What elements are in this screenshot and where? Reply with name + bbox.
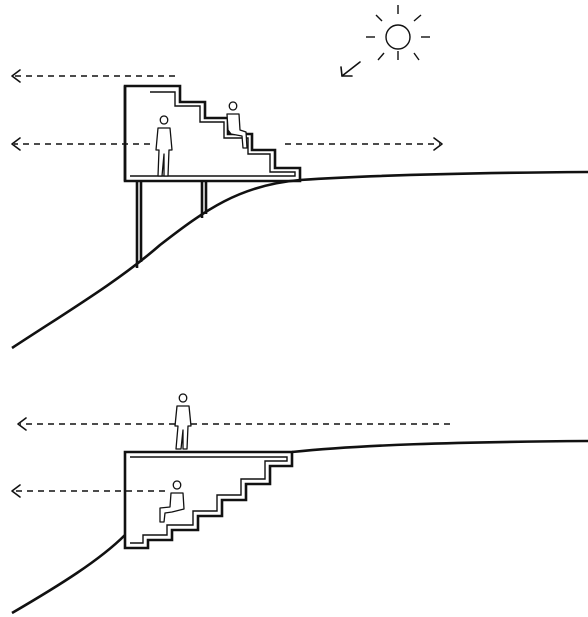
embedded-structure <box>123 450 294 550</box>
terrain <box>11 534 126 615</box>
upper-panel <box>11 5 588 350</box>
seated-person <box>159 480 185 523</box>
terrain-right <box>291 439 588 454</box>
seated-person <box>226 101 248 149</box>
lower-panel <box>11 393 588 615</box>
standing-person-on-roof <box>174 393 192 450</box>
stepped-seating <box>130 456 288 544</box>
standing-person <box>155 115 173 177</box>
sightline-lower <box>11 484 165 498</box>
sightline-upper <box>11 69 175 83</box>
cantilevered-platform <box>123 84 302 183</box>
sunlight-arrow <box>340 61 361 77</box>
stepped-seating <box>130 91 296 177</box>
support-columns <box>135 181 208 268</box>
sightline-upper <box>17 417 450 431</box>
sightline-lower-right <box>285 137 443 151</box>
terrain <box>11 170 588 350</box>
sun-icon <box>366 5 430 61</box>
sightline-lower-left <box>11 137 150 151</box>
